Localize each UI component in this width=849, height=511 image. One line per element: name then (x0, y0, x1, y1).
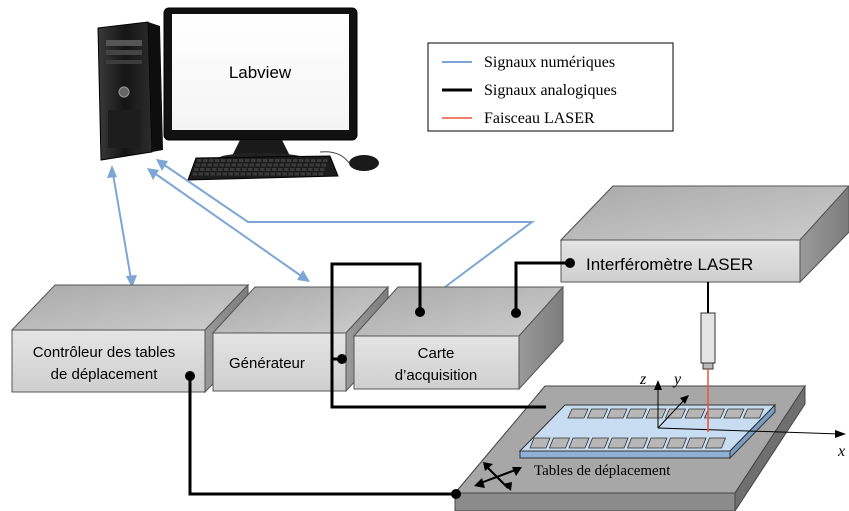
digital-link-acquisition (159, 161, 536, 288)
screen-label: Labview (229, 63, 292, 82)
controller-label-line1: Contrôleur des tables (33, 344, 176, 361)
stage-label: Tables de déplacement (534, 463, 671, 479)
monitor: Labview (163, 7, 358, 163)
legend-frame (427, 42, 674, 132)
connector-dots (185, 258, 575, 499)
laser-probe (700, 282, 716, 432)
mouse (349, 155, 379, 171)
digital-signals (107, 159, 536, 288)
analog-link-acquisition (330, 262, 422, 359)
digital-link-generator (149, 169, 308, 281)
controller-label-line2: de déplacement (51, 366, 159, 383)
legend-label-digital: Signaux numériques (484, 54, 615, 71)
keyboard (187, 155, 339, 181)
interferometer-label: Interféromètre LASER (586, 255, 753, 274)
interferometer-box: Interféromètre LASER (559, 185, 849, 284)
computer: Labview (97, 7, 379, 181)
displacement-arrow-icon (474, 462, 522, 491)
legend: Signaux numériques Signaux analogiques F… (427, 42, 674, 132)
analog-link-stage (188, 376, 456, 496)
acquisition-card-box: Carte d’acquisition (352, 285, 565, 391)
generator-label: Générateur (229, 355, 305, 372)
acquisition-label-line2: d’acquisition (395, 367, 478, 384)
digital-link-controller (111, 167, 133, 286)
legend-label-laser: Faisceau LASER (484, 110, 595, 127)
legend-label-analog: Signaux analogiques (484, 82, 617, 99)
pc-tower (97, 21, 163, 161)
analog-link-interferometer (514, 261, 570, 313)
acquisition-label-line1: Carte (418, 345, 455, 362)
axes: z y x (639, 371, 846, 460)
specimen-plate (518, 403, 777, 460)
axis-label-z: z (639, 371, 647, 388)
axis-label-y: y (672, 371, 682, 388)
translation-stage: z y x Tables de déplacement (453, 371, 846, 511)
axis-label-x: x (837, 443, 845, 460)
